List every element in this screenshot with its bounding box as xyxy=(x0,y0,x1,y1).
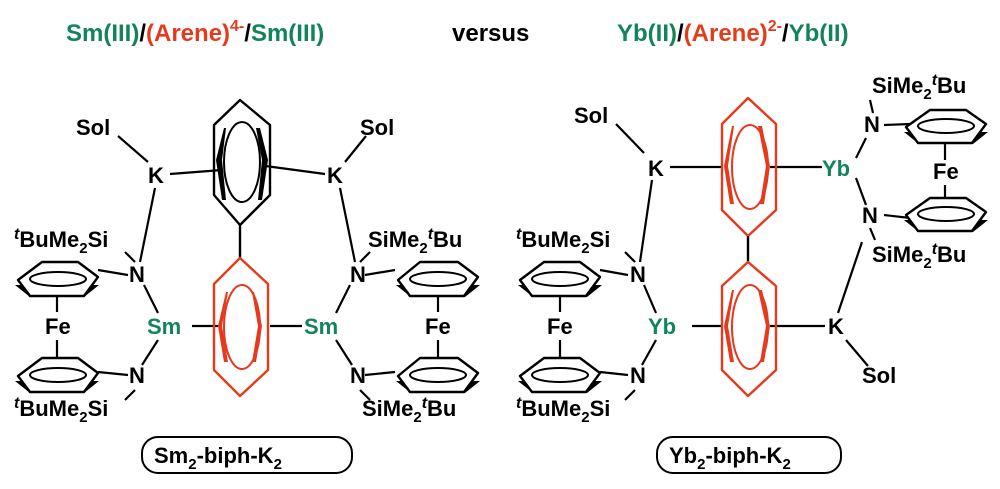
bond-sm2-n4 xyxy=(335,339,353,366)
left-structure: Sol Sol K K N N N N Sm Sm Fe Fe tBuMe2Si… xyxy=(14,98,480,474)
bond-si4-n4 xyxy=(359,389,371,401)
bond-k2-n3 xyxy=(338,187,357,263)
right-n2: N xyxy=(630,363,646,388)
bond-k1-n1-r xyxy=(638,179,654,263)
svg-text:Yb(II)/(Arene)2-/Yb(II): Yb(II)/(Arene)2-/Yb(II) xyxy=(617,18,849,47)
svg-text:Sm(III)/(Arene)4-/Sm(III): Sm(III)/(Arene)4-/Sm(III) xyxy=(66,18,324,47)
bond-k2-sol-r xyxy=(845,339,869,367)
left-k2: K xyxy=(327,163,343,188)
left-sm1: Sm xyxy=(147,314,181,339)
title-left: Sm(III)/(Arene)4-/Sm(III) xyxy=(66,18,324,47)
bond-si3-n1-r xyxy=(624,251,636,263)
right-caption: Yb2-biph-K2 xyxy=(669,443,791,473)
bond-n1-cp1-r xyxy=(599,268,629,277)
left-silyl4: SiMe2tBu xyxy=(362,395,456,426)
left-lower-arene xyxy=(212,225,270,398)
right-silyl1: SiMe2tBu xyxy=(872,72,966,103)
right-caption-box xyxy=(656,436,842,474)
right-silyl3: tBuMe2Si xyxy=(516,226,610,257)
bond-n-cp-bot xyxy=(883,213,911,220)
bond-sol2-k2 xyxy=(344,135,367,163)
right-silyl2: SiMe2tBu xyxy=(872,241,966,272)
right-cp4 xyxy=(904,196,988,233)
left-n2: N xyxy=(129,363,145,388)
title-right-yb-c: Yb(II) xyxy=(789,20,849,47)
title-left-arene: (Arene) xyxy=(146,20,230,47)
bond-n-cp-top xyxy=(883,122,911,127)
left-cp1 xyxy=(15,260,100,298)
left-sm2: Sm xyxy=(304,314,338,339)
bond-si3-n3 xyxy=(359,251,371,263)
left-k1: K xyxy=(148,163,164,188)
left-fe1: Fe xyxy=(45,314,71,339)
right-k1: K xyxy=(648,156,664,181)
right-lower-arene xyxy=(720,236,778,398)
right-n3: N xyxy=(864,112,880,137)
right-n4: N xyxy=(862,203,878,228)
bond-yb-n-top xyxy=(855,137,867,159)
left-n4: N xyxy=(350,363,366,388)
left-silyl2: tBuMe2Si xyxy=(14,395,108,426)
right-cp3 xyxy=(904,108,988,145)
bond-n1-sm1 xyxy=(143,284,159,314)
right-upper-arene xyxy=(720,96,778,238)
right-cp2 xyxy=(518,356,602,394)
title-left-sm-c: Sm(III) xyxy=(251,20,324,47)
left-sol1: Sol xyxy=(76,115,110,140)
bond-sol1-k1 xyxy=(117,135,149,163)
right-yb2: Yb xyxy=(648,314,676,339)
left-cp4 xyxy=(396,356,480,394)
left-cp2 xyxy=(15,356,100,394)
title-versus: versus xyxy=(452,20,529,47)
right-fe2: Fe xyxy=(547,314,573,339)
bond-n3-sm2 xyxy=(335,284,351,314)
bond-sm1-n2 xyxy=(141,339,159,366)
left-cp3 xyxy=(396,260,480,298)
title-left-sm-a: Sm(III) xyxy=(66,20,139,47)
bond-sol1-k1-r xyxy=(615,123,645,154)
bond-yb-n2-r xyxy=(641,339,657,366)
bond-si1-n-r xyxy=(868,99,875,114)
right-silyl4: tBuMe2Si xyxy=(516,395,610,426)
left-silyl3: SiMe2tBu xyxy=(368,226,462,257)
bond-yb-n-bot xyxy=(854,177,868,206)
left-n1: N xyxy=(129,262,145,287)
bond-n1-yb-r xyxy=(642,284,658,314)
left-upper-benzene xyxy=(212,98,272,227)
right-cp1 xyxy=(518,260,602,298)
title-right-yb-a: Yb(II) xyxy=(617,20,677,47)
bond-n2-cp2-r xyxy=(599,370,629,377)
right-k2: K xyxy=(828,314,844,339)
bond-n2-cp2 xyxy=(97,370,129,377)
bond-k2-arene xyxy=(257,163,326,176)
right-sol1: Sol xyxy=(574,103,608,128)
left-caption: Sm2-biph-K2 xyxy=(154,443,282,473)
left-caption-box xyxy=(141,436,353,474)
left-silyl1: tBuMe2Si xyxy=(14,226,108,257)
bond-si1-n1 xyxy=(124,251,136,263)
right-fe1: Fe xyxy=(933,159,959,184)
right-yb1: Yb xyxy=(822,156,850,181)
title-right-arene: (Arene) xyxy=(684,20,768,47)
bond-n-si2-r xyxy=(868,227,877,241)
bond-k1-n1 xyxy=(138,187,157,263)
right-structure: Sol Sol K K N N N N Yb Yb Fe Fe SiMe2tBu… xyxy=(516,72,988,474)
title-right: Yb(II)/(Arene)2-/Yb(II) xyxy=(617,18,849,47)
bond-si2-n2 xyxy=(124,389,136,401)
bond-n3-cp3 xyxy=(364,268,396,277)
right-n1: N xyxy=(630,262,646,287)
left-fe2: Fe xyxy=(425,314,451,339)
bond-n-k2-r xyxy=(836,241,864,314)
right-sol2: Sol xyxy=(862,363,896,388)
bond-si4-n2-r xyxy=(624,389,636,401)
left-sol2: Sol xyxy=(360,115,394,140)
left-n3: N xyxy=(350,262,366,287)
bond-n4-cp4 xyxy=(364,370,396,377)
bond-n1-cp1 xyxy=(97,268,129,277)
